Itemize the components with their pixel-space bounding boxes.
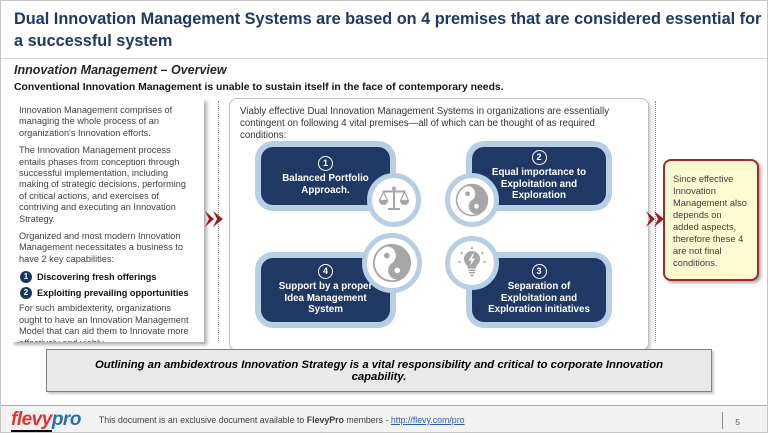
yin-yang-icon <box>362 233 422 293</box>
premise-label: Balanced Portfolio Approach. <box>282 172 369 196</box>
premises-intro: Viably effective Dual Innovation Managem… <box>240 106 610 141</box>
footer-bar: flevypro This document is an exclusive d… <box>1 405 767 432</box>
premise-number-badge: 4 <box>318 264 333 280</box>
capability-item: 1 Discovering fresh offerings <box>20 271 196 284</box>
dotted-divider <box>655 101 656 341</box>
premise-box-4: 4 Support by a proper Idea Management Sy… <box>255 252 396 328</box>
lightbulb-bolt-icon <box>445 236 499 290</box>
premise-number-badge: 1 <box>318 155 333 171</box>
page-number-divider <box>722 412 723 429</box>
tagline-banner: Outlining an ambidextrous Innovation Str… <box>46 349 712 392</box>
double-chevron-right-icon <box>205 211 223 227</box>
page-number: 5 <box>735 417 740 427</box>
header-divider <box>1 58 767 59</box>
footer-notice-prefix: This document is an exclusive document a… <box>98 415 307 425</box>
section-subtitle: Innovation Management – Overview <box>14 63 227 77</box>
double-chevron-right-icon <box>646 211 664 227</box>
logo-pro-text: pro <box>51 409 82 430</box>
capability-number-badge: 1 <box>20 271 32 284</box>
overview-paragraph: The Innovation Management process entail… <box>19 145 186 224</box>
overview-paragraph: Organized and most modern Innovation Man… <box>19 231 183 264</box>
overview-paragraph: For such ambidexterity, organizations ou… <box>19 303 189 342</box>
page-title: Dual Innovation Management Systems are b… <box>14 10 762 50</box>
flevy-link[interactable]: http://flevy.com/pro <box>390 415 465 425</box>
premise-label: Equal importance to Exploitation and Exp… <box>491 167 587 202</box>
capability-label: Exploiting prevailing opportunities <box>37 287 189 298</box>
premises-panel: Viably effective Dual Innovation Managem… <box>229 98 649 351</box>
footer-notice-middle: members - <box>343 415 391 425</box>
lead-statement: Conventional Innovation Management is un… <box>14 82 504 93</box>
premise-label: Support by a proper Idea Management Syst… <box>278 281 373 316</box>
balance-scale-icon <box>367 173 421 227</box>
premise-number-badge: 3 <box>531 264 547 280</box>
logo-flevy-text: flevy <box>11 409 52 432</box>
overview-text-panel: Innovation Management comprises of manag… <box>11 98 204 342</box>
premise-box-4-inner: 4 Support by a proper Idea Management Sy… <box>261 258 390 322</box>
side-note: Since effective Innovation Management al… <box>663 159 759 281</box>
overview-paragraph: Innovation Management comprises of manag… <box>19 105 173 138</box>
flevypro-logo: flevypro <box>11 409 82 432</box>
footer-brand: FlevyPro <box>306 415 344 425</box>
capability-item: 2 Exploiting prevailing opportunities <box>20 287 196 300</box>
capability-label: Discovering fresh offerings <box>37 271 157 282</box>
yin-yang-icon <box>445 173 499 227</box>
footer-notice: This document is an exclusive document a… <box>99 415 465 425</box>
premise-number-badge: 2 <box>531 150 547 166</box>
premise-label: Separation of Exploitation and Explorati… <box>488 281 590 316</box>
capability-number-badge: 2 <box>20 287 32 300</box>
